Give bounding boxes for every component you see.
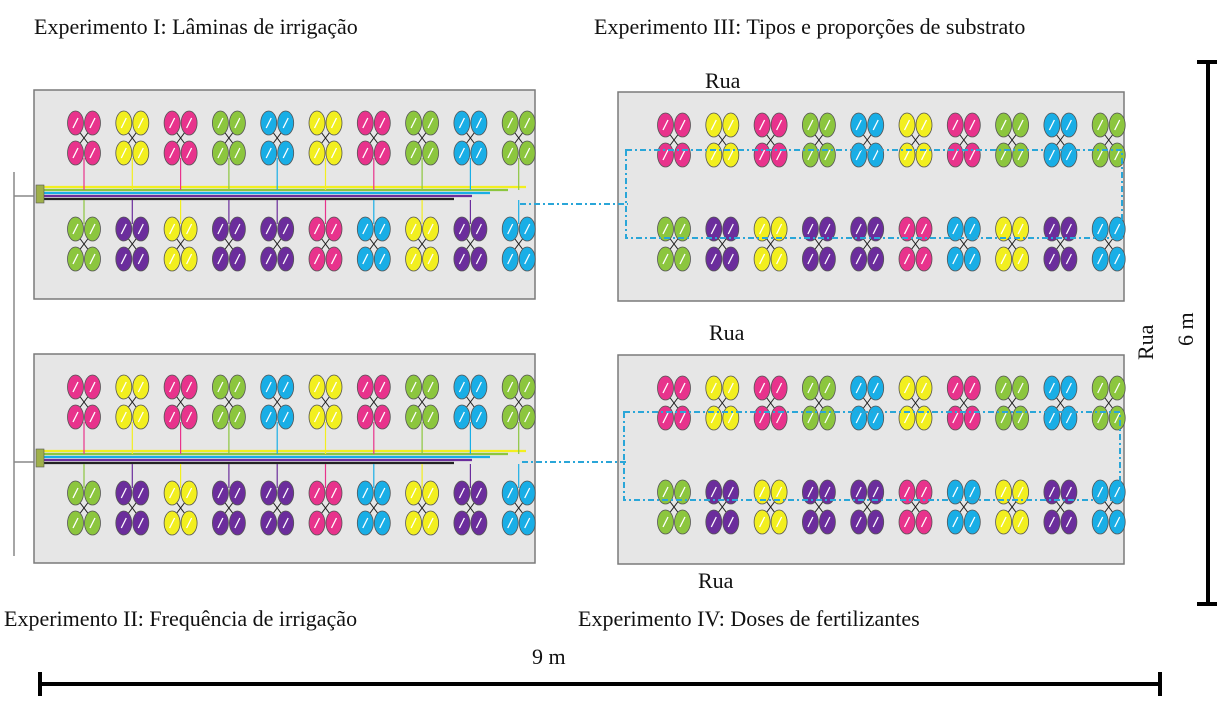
plant-unit bbox=[802, 216, 836, 272]
street-label-middle: Rua bbox=[709, 320, 745, 345]
height-dimension-label: 6 m bbox=[1173, 312, 1198, 346]
width-dimension-label: 9 m bbox=[532, 644, 566, 669]
drip-drops bbox=[83, 422, 520, 488]
plant-unit bbox=[405, 480, 440, 536]
plant-unit bbox=[501, 216, 536, 272]
plant-unit bbox=[1043, 479, 1078, 535]
plant-unit bbox=[260, 216, 295, 272]
plant-unit bbox=[1043, 216, 1078, 272]
plant-unit bbox=[946, 216, 981, 272]
manifold-connector bbox=[35, 448, 45, 468]
bench-exp3 bbox=[617, 91, 1126, 302]
plant-unit bbox=[356, 480, 391, 536]
manifold-connector bbox=[35, 184, 45, 204]
plant-unit bbox=[211, 374, 246, 430]
plant-unit bbox=[308, 110, 343, 166]
street-label-bottom: Rua bbox=[698, 568, 734, 593]
plant-unit bbox=[163, 216, 198, 272]
plant-unit bbox=[308, 216, 343, 272]
height-dimension-bar bbox=[1197, 60, 1217, 606]
plant-unit bbox=[67, 374, 101, 430]
street-label-top: Rua bbox=[705, 68, 741, 93]
plant-unit bbox=[705, 112, 740, 168]
plant-unit bbox=[163, 110, 198, 166]
plant-unit bbox=[995, 375, 1029, 431]
exp4-title: Experimento IV: Doses de fertilizantes bbox=[578, 606, 920, 631]
width-dimension-bar bbox=[38, 672, 1162, 696]
plant-unit bbox=[67, 216, 101, 272]
plant-unit bbox=[163, 480, 198, 536]
dashed-connection-upper bbox=[520, 149, 1123, 239]
plant-unit bbox=[657, 479, 691, 535]
plant-unit bbox=[260, 110, 295, 166]
drip-laterals bbox=[40, 449, 526, 465]
plant-unit bbox=[405, 374, 440, 430]
dashed-connection-lower bbox=[522, 411, 1121, 501]
plant-unit bbox=[115, 216, 150, 272]
plant-unit bbox=[308, 480, 343, 536]
plant-unit bbox=[405, 216, 440, 272]
plant-unit bbox=[501, 374, 536, 430]
plant-unit bbox=[946, 112, 981, 168]
plant-unit bbox=[453, 480, 488, 536]
plant-unit bbox=[308, 374, 343, 430]
exp3-title: Experimento III: Tipos e proporções de s… bbox=[594, 14, 1025, 39]
plant-unit bbox=[356, 216, 391, 272]
plant-unit bbox=[67, 110, 101, 166]
plant-unit bbox=[898, 375, 933, 431]
plant-unit bbox=[163, 374, 198, 430]
plant-unit bbox=[657, 216, 691, 272]
bench-exp2 bbox=[33, 353, 536, 564]
plant-unit bbox=[753, 216, 788, 272]
plant-unit bbox=[260, 480, 295, 536]
plant-unit bbox=[995, 112, 1029, 168]
plant-unit bbox=[211, 480, 246, 536]
main-supply-pipe bbox=[13, 172, 36, 556]
exp2-title: Experimento II: Frequência de irrigação bbox=[4, 606, 357, 631]
plant-unit bbox=[115, 374, 150, 430]
plant-unit bbox=[115, 110, 150, 166]
drip-drops bbox=[83, 158, 520, 224]
plant-unit bbox=[405, 110, 440, 166]
street-label-right: Rua bbox=[1133, 324, 1158, 360]
plant-unit bbox=[898, 479, 933, 535]
plant-unit bbox=[705, 216, 740, 272]
plant-unit bbox=[898, 216, 933, 272]
plant-unit bbox=[501, 480, 536, 536]
plant-unit bbox=[356, 374, 391, 430]
plant-unit bbox=[995, 479, 1029, 535]
plant-unit bbox=[453, 216, 488, 272]
plant-unit bbox=[802, 479, 836, 535]
plant-unit bbox=[211, 216, 246, 272]
plant-unit bbox=[67, 480, 101, 536]
plant-unit bbox=[260, 374, 295, 430]
bench-exp1 bbox=[33, 89, 536, 300]
plant-unit bbox=[356, 110, 391, 166]
plant-unit bbox=[946, 479, 981, 535]
plant-unit bbox=[753, 479, 788, 535]
plant-unit bbox=[850, 216, 885, 272]
exp1-title: Experimento I: Lâminas de irrigação bbox=[34, 14, 358, 39]
plant-unit bbox=[1091, 479, 1126, 535]
bench-exp4 bbox=[617, 354, 1126, 565]
plant-unit bbox=[453, 110, 488, 166]
drip-laterals bbox=[40, 185, 526, 201]
plant-unit bbox=[1091, 375, 1126, 431]
plant-unit bbox=[501, 110, 536, 166]
plant-unit bbox=[995, 216, 1029, 272]
plant-unit bbox=[115, 480, 150, 536]
plant-unit bbox=[211, 110, 246, 166]
plant-unit bbox=[453, 374, 488, 430]
